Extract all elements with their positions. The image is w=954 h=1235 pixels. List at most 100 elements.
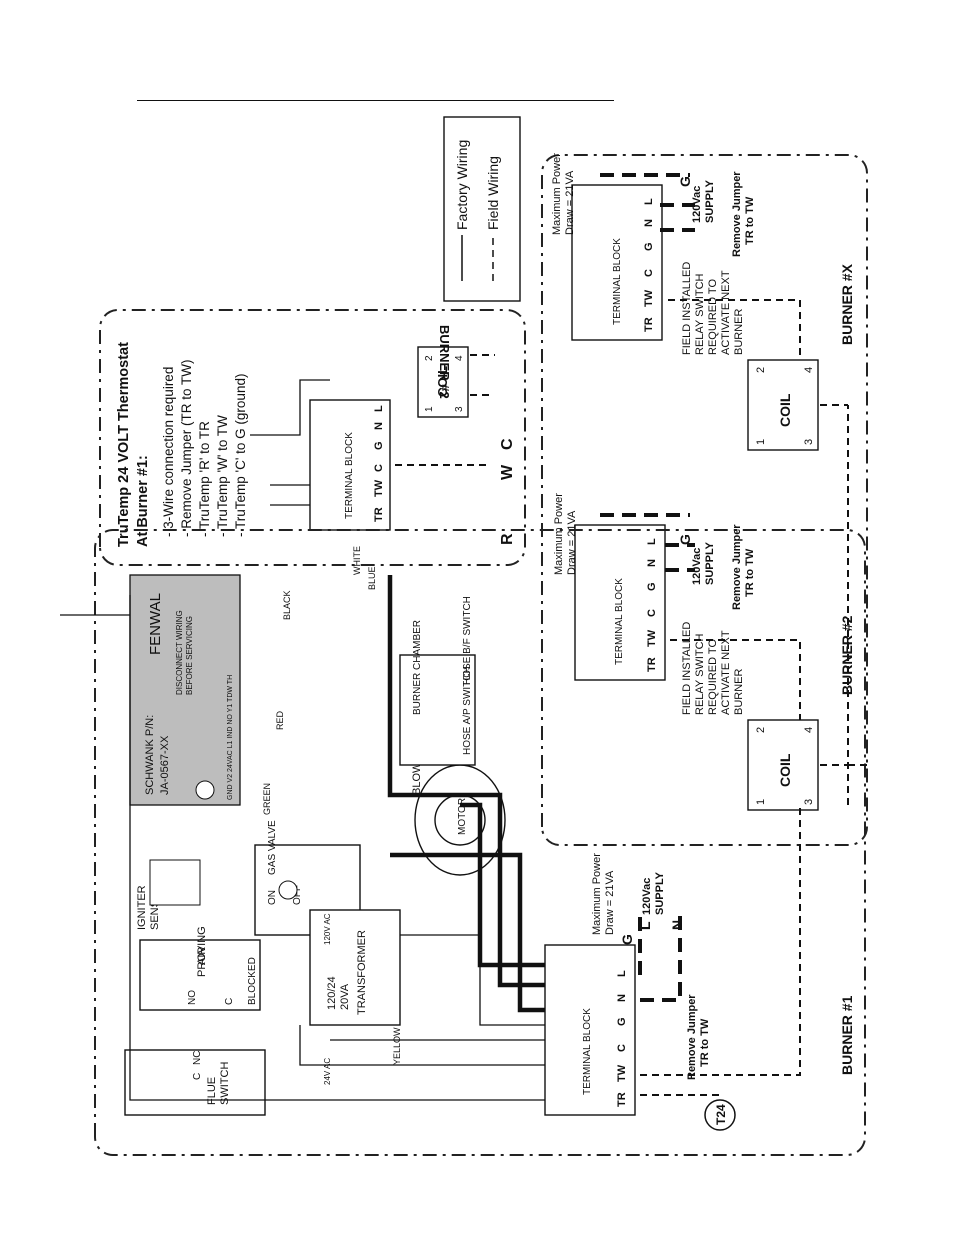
gas-valve-on: ON [267, 890, 278, 905]
b2-120vac: 120Vac [691, 548, 703, 585]
bx-terminal-label: TERMINAL BLOCK [612, 238, 623, 325]
b1-l-label: L [637, 921, 653, 930]
air-c: C [224, 998, 235, 1005]
b1-draw: Draw = 21VA [604, 870, 616, 935]
b1-supply-wires [638, 915, 682, 1002]
gas-valve-label: GAS VALVE [267, 820, 278, 875]
bx-g-label: G [677, 176, 693, 187]
b1-term-g: G [616, 1017, 628, 1026]
thermostat-c: C [499, 438, 516, 450]
schwank-label: SCHWANK P/N: [144, 715, 156, 795]
bx-draw: Draw = 21VA [564, 170, 576, 235]
b2-g-label: G [677, 534, 693, 545]
bx-coil-box [747, 359, 819, 451]
wire-yellow-label: YELLOW [392, 1027, 402, 1065]
bx-supply: SUPPLY [704, 179, 716, 223]
b2-coil-box [747, 719, 819, 811]
b1-terminal-label: TERMINAL BLOCK [582, 1008, 593, 1095]
b2-max-power: Maximum Power [553, 493, 565, 575]
b1-term-l: L [616, 970, 628, 977]
thermostat-note-5: - TruTemp 'C' to G (ground) [233, 374, 248, 537]
transformer [309, 909, 401, 1026]
flue-switch [124, 1049, 266, 1116]
b2-coil-label: COIL [777, 753, 793, 787]
inset-term-tr: TR [373, 507, 385, 522]
inset-term-l: L [373, 405, 385, 412]
b1-tr-tw: TR to TW [699, 1018, 711, 1067]
flue-label: FLUE [206, 1077, 218, 1105]
inset-field-wires [395, 354, 495, 466]
b1-n-label: N [669, 920, 685, 930]
transformer-24v: 24V AC [323, 1058, 332, 1085]
b2-relay-3: REQUIRED TO [707, 639, 719, 715]
b1-factory-wires [60, 595, 545, 1101]
thermostat-inset: TruTemp 24 VOLT Thermostat At Burner #1:… [99, 309, 526, 566]
wire-red-label: RED [275, 710, 285, 730]
b1-black-wires [387, 575, 545, 1013]
bx-relay-3: REQUIRED TO [707, 279, 719, 355]
bx-coil-4: 4 [803, 367, 815, 373]
burner-x-section: TR TW C G N L TERMINAL BLOCK Maximum Pow… [541, 153, 868, 846]
b1-remove-jumper: Remove Jumper [686, 994, 698, 1080]
b2-relay-5: BURNER [733, 668, 745, 715]
bx-term-l: L [643, 198, 655, 205]
air-label: AIR [196, 947, 208, 965]
b1-term-n: N [616, 994, 628, 1002]
thermostat-note-3: - TruTemp 'R' to TR [197, 421, 212, 537]
inset-burner2-label: BURNER #2 [437, 325, 452, 399]
burner-x-terminal-block [571, 184, 663, 341]
air-no: NO [187, 990, 198, 1005]
b2-relay-4: ACTIVATE NEXT [720, 630, 732, 715]
b2-term-g: G [646, 582, 658, 591]
inset-coil-label: COIL [435, 366, 450, 397]
b2-term-c: C [646, 609, 658, 617]
b1-supply: SUPPLY [654, 871, 666, 915]
b2-relay-2: RELAY SWITCH [694, 633, 706, 715]
fenwal-disconnect: DISCONNECT WIRING [175, 610, 184, 695]
b2-coil-3: 3 [803, 799, 815, 805]
b1-field-jumper [640, 805, 801, 1096]
gas-valve-knob-icon [278, 880, 298, 900]
b2-terminal-label: TERMINAL BLOCK [614, 578, 625, 665]
bx-relay-1: FIELD INSTALLED [681, 262, 693, 355]
air-proving-switch [139, 939, 261, 1011]
bx-max-power: Maximum Power [551, 153, 563, 235]
igniter-label: IGNITER [136, 885, 148, 930]
proving-label: PROVING [196, 926, 208, 977]
burner-x-box [541, 154, 868, 846]
thermostat-note-4: - TruTemp 'W' to TW [215, 415, 230, 537]
b1-max-power: Maximum Power [591, 853, 603, 935]
burner-1-box [94, 529, 866, 1156]
transformer-label: TRANSFORMER [356, 930, 368, 1015]
inset-term-n: N [373, 422, 385, 430]
bx-supply-wires [600, 173, 695, 232]
bx-term-n: N [643, 219, 655, 227]
b2-relay-1: FIELD INSTALLED [681, 622, 693, 715]
burner-1-section: FENWAL DISCONNECT WIRING BEFORE SERVICIN… [60, 529, 866, 1156]
bx-remove-jumper: Remove Jumper [731, 171, 743, 257]
motor-label: MOTOR [457, 798, 468, 835]
legend-box [443, 116, 521, 302]
burner-x-label: BURNER #X [839, 263, 855, 345]
bx-term-tw: TW [643, 289, 655, 307]
wire-blue-label: BLUE [367, 566, 377, 590]
b2-supply-wires [600, 513, 695, 572]
burner-chamber-label: BURNER CHAMBER [412, 620, 423, 715]
b2-coil-4: 4 [803, 727, 815, 733]
switch-label: SWITCH [219, 1062, 231, 1105]
b1-term-tr: TR [616, 1092, 628, 1107]
b2-tr-tw: TR to TW [744, 548, 756, 597]
bx-relay-2: RELAY SWITCH [694, 273, 706, 355]
bx-coil-3: 3 [803, 439, 815, 445]
burner-2-section: TR TW C G N L TERMINAL BLOCK Maximum Pow… [553, 493, 855, 811]
sensor-terminal-icon [195, 780, 215, 800]
inter-burner-field-wires [847, 405, 870, 805]
thermostat-inset-box [99, 309, 526, 566]
b2-remove-jumper: Remove Jumper [731, 524, 743, 610]
inset-coil-4: 4 [454, 355, 465, 361]
thermostat-title: TruTemp 24 VOLT Thermostat [116, 342, 132, 547]
bx-term-c: C [643, 269, 655, 277]
